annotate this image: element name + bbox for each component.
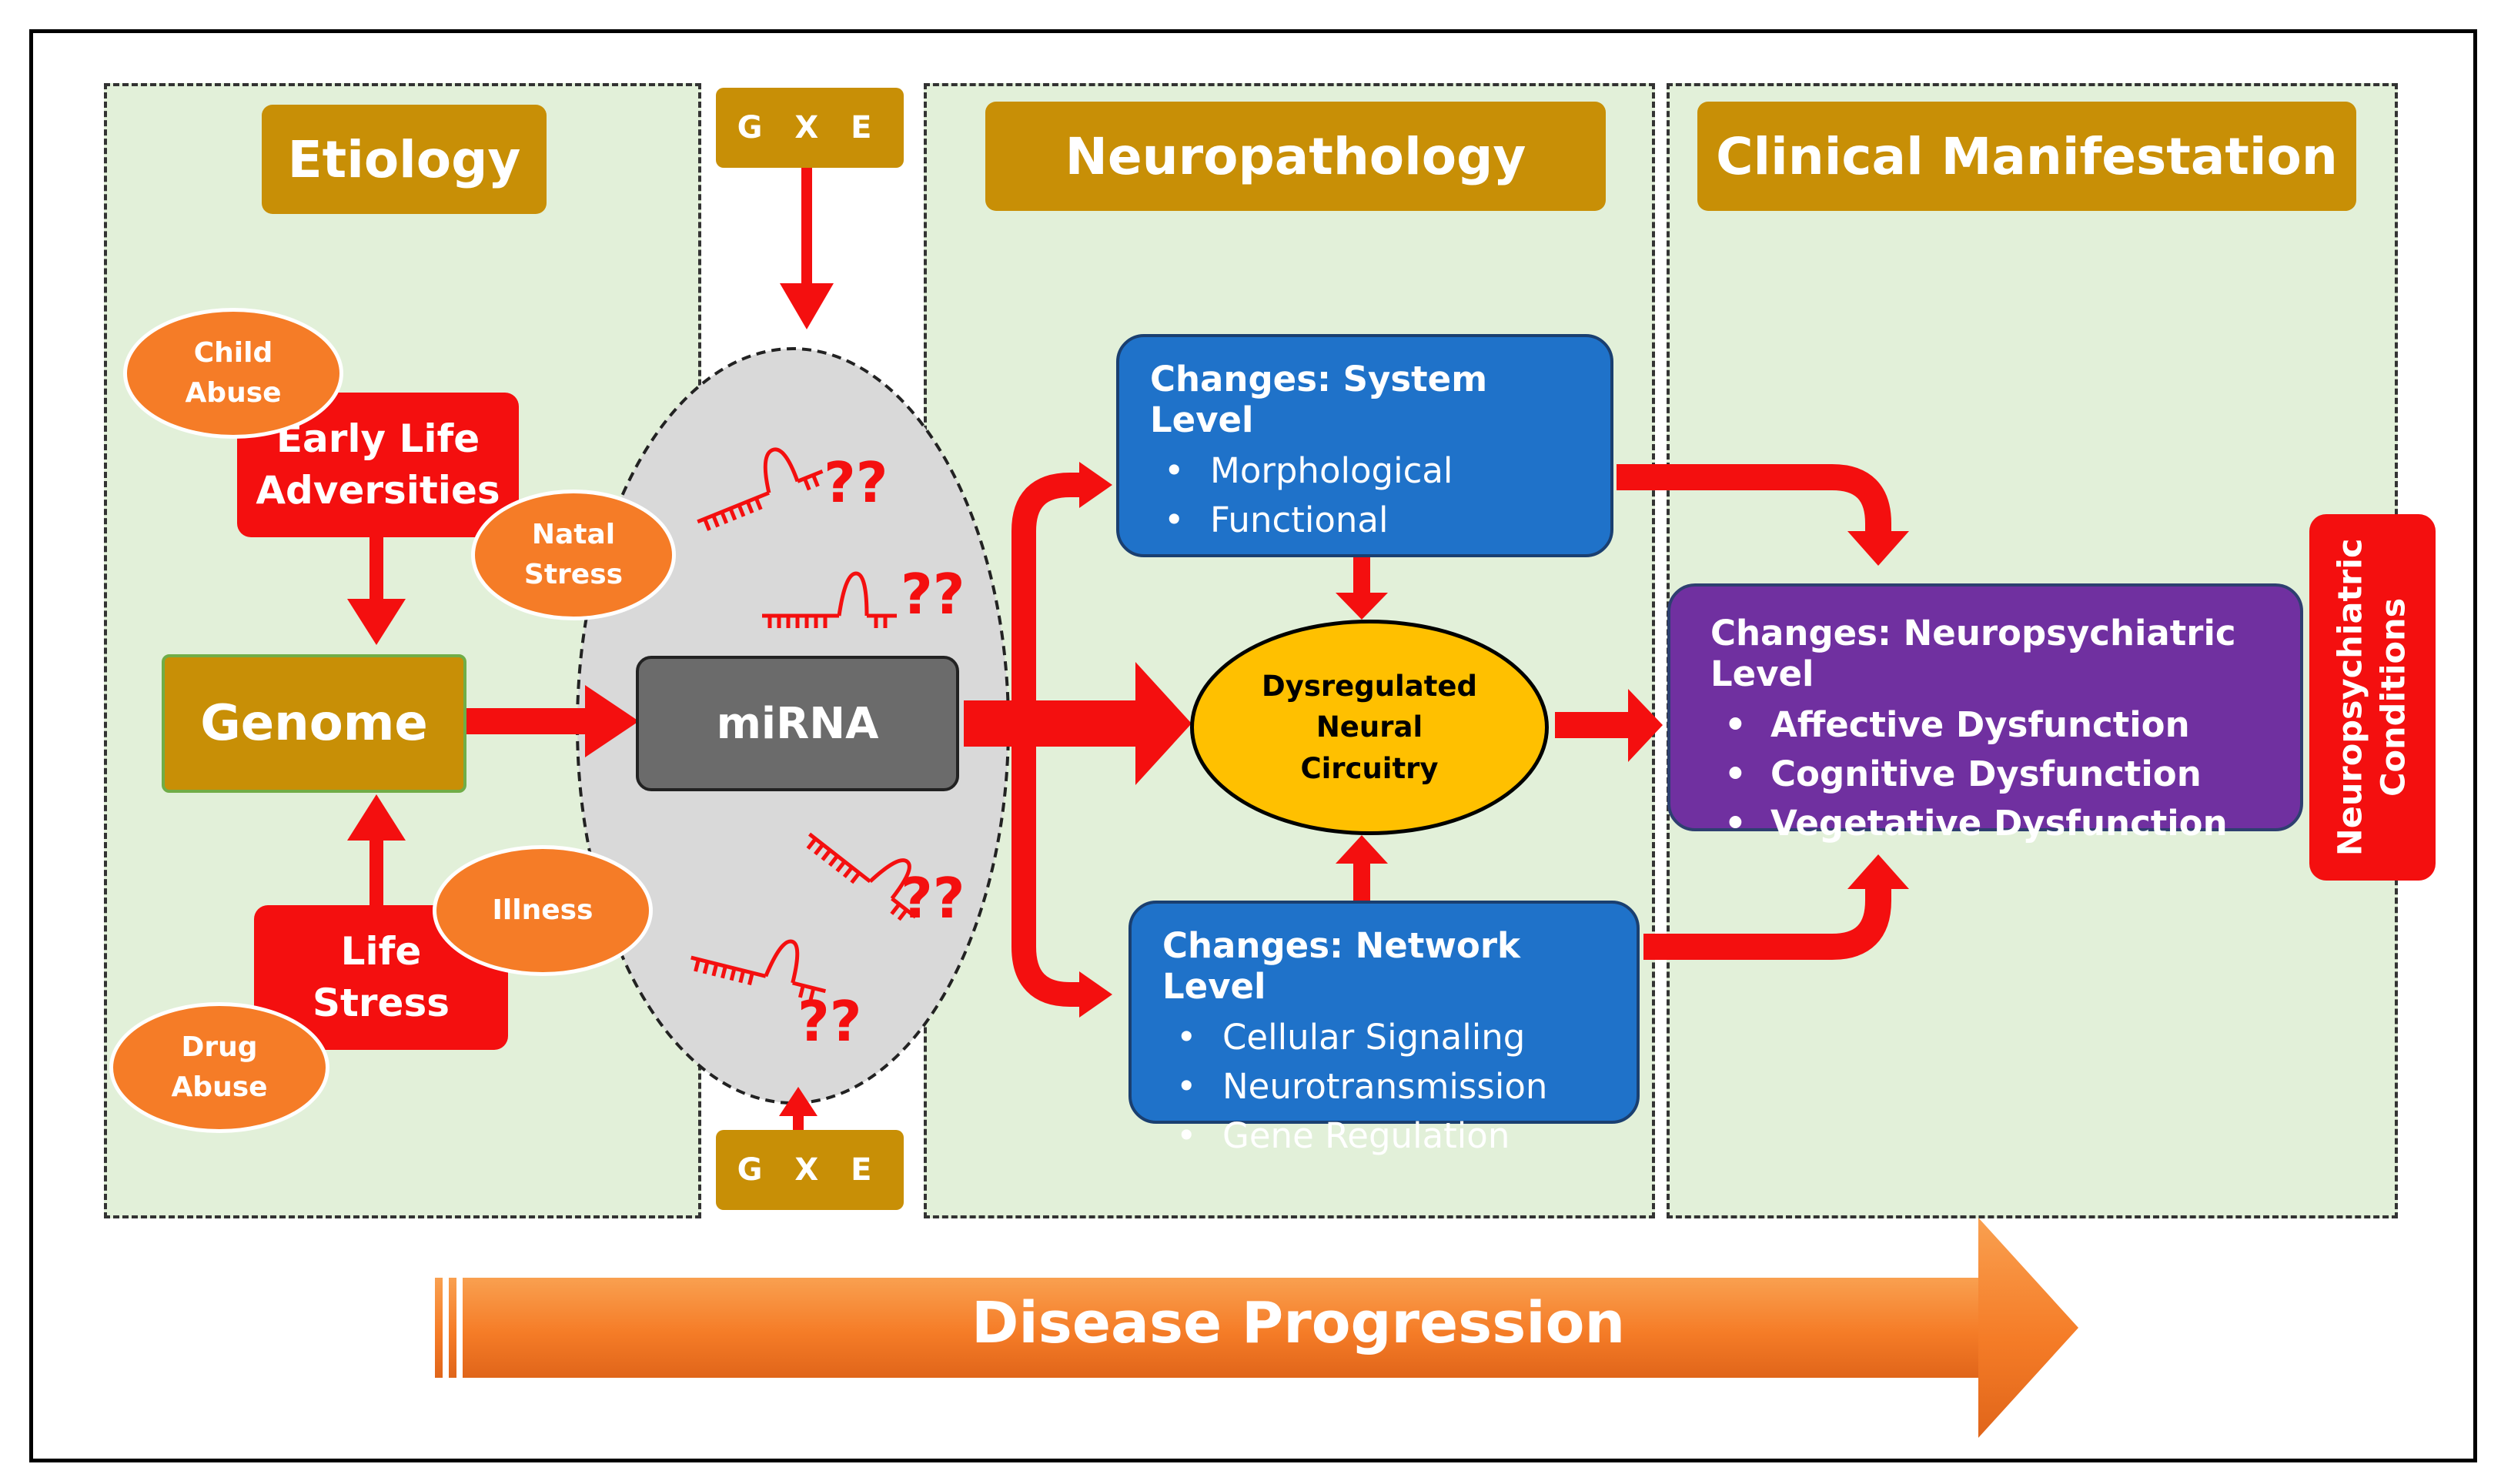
neuropsychiatric-level-item: •Vegetative Dysfunction	[1724, 803, 2228, 844]
mirna-box: miRNA	[636, 656, 959, 791]
network-level-item: •Neurotransmission	[1176, 1066, 1548, 1107]
drug-abuse-oval: Drug Abuse	[109, 1002, 329, 1133]
neuropsychiatric-level-box: Changes: Neuropsychiatric Level •Affecti…	[1667, 583, 2303, 844]
neuropathology-header: Neuropathology	[985, 102, 1606, 211]
unknown-marker: ??	[824, 450, 888, 515]
branch-to-system-arrow	[1011, 462, 1112, 724]
network-level-box: Changes: Network Level •Cellular Signali…	[1128, 901, 1640, 1156]
disease-progression-label: Disease Progression	[971, 1290, 1626, 1356]
gxe-top-arrow	[780, 165, 834, 329]
network-to-neuropsych-arrow	[1643, 854, 1909, 960]
system-to-neuropsych-arrow	[1617, 464, 1909, 566]
unknown-marker: ??	[901, 562, 965, 627]
neuropsychiatric-level-title: Changes: Neuropsychiatric Level	[1710, 613, 2236, 694]
mirna-hairpin	[762, 571, 897, 628]
child-abuse-oval: Child Abuse	[123, 308, 343, 439]
disease-progression-arrow	[435, 1218, 2078, 1438]
branch-to-network-arrow	[1011, 724, 1112, 1018]
mirna-hairpin	[690, 939, 827, 1001]
gxe-bottom-arrow	[779, 1087, 818, 1131]
natal-stress-oval: Natal Stress	[471, 490, 676, 620]
system-level-item: •Morphological	[1164, 450, 1453, 491]
network-to-circuitry-arrow	[1336, 835, 1388, 903]
illness-oval: Illness	[433, 845, 653, 976]
outer-frame	[29, 29, 2477, 1462]
unknown-marker: ??	[797, 989, 862, 1054]
dysregulated-circuitry-oval: Dysregulated Neural Circuitry	[1190, 620, 1549, 835]
unknown-marker: ??	[901, 866, 965, 931]
mirna-hairpin	[806, 832, 917, 921]
neuropsychiatric-conditions-label: Neuropsychiatric Conditions	[2331, 538, 2413, 857]
clinical-manifestation-header: Clinical Manifestation	[1697, 102, 2356, 211]
neuropsychiatric-conditions-label-wrap: Neuropsychiatric Conditions	[2309, 514, 2436, 881]
genome-to-mirna-arrow	[466, 685, 639, 757]
circuitry-to-neuropsych-arrow	[1555, 689, 1663, 762]
neuropsychiatric-level-item: •Affective Dysfunction	[1724, 704, 2190, 745]
gxe-top-box: G X E	[716, 88, 904, 168]
life-stress-to-genome-arrow	[347, 794, 406, 908]
system-level-title: Changes: System Level	[1150, 359, 1488, 440]
etiology-header: Etiology	[262, 105, 547, 214]
network-level-title: Changes: Network Level	[1162, 925, 1520, 1007]
system-to-circuitry-arrow	[1336, 554, 1388, 620]
early-life-to-genome-arrow	[347, 531, 406, 645]
network-level-item: •Gene Regulation	[1176, 1115, 1510, 1156]
neuropsychiatric-level-item: •Cognitive Dysfunction	[1724, 754, 2202, 794]
system-level-box: Changes: System Level •Morphological •Fu…	[1116, 334, 1613, 557]
mirna-hairpin	[697, 447, 824, 531]
network-level-item: •Cellular Signaling	[1176, 1017, 1526, 1058]
gxe-bottom-box: G X E	[716, 1130, 904, 1210]
mirna-to-circuitry-arrow	[964, 662, 1192, 785]
genome-box: Genome	[162, 654, 466, 793]
neuropsychiatric-conditions-box	[2309, 514, 2436, 881]
system-level-item: •Functional	[1164, 500, 1389, 540]
